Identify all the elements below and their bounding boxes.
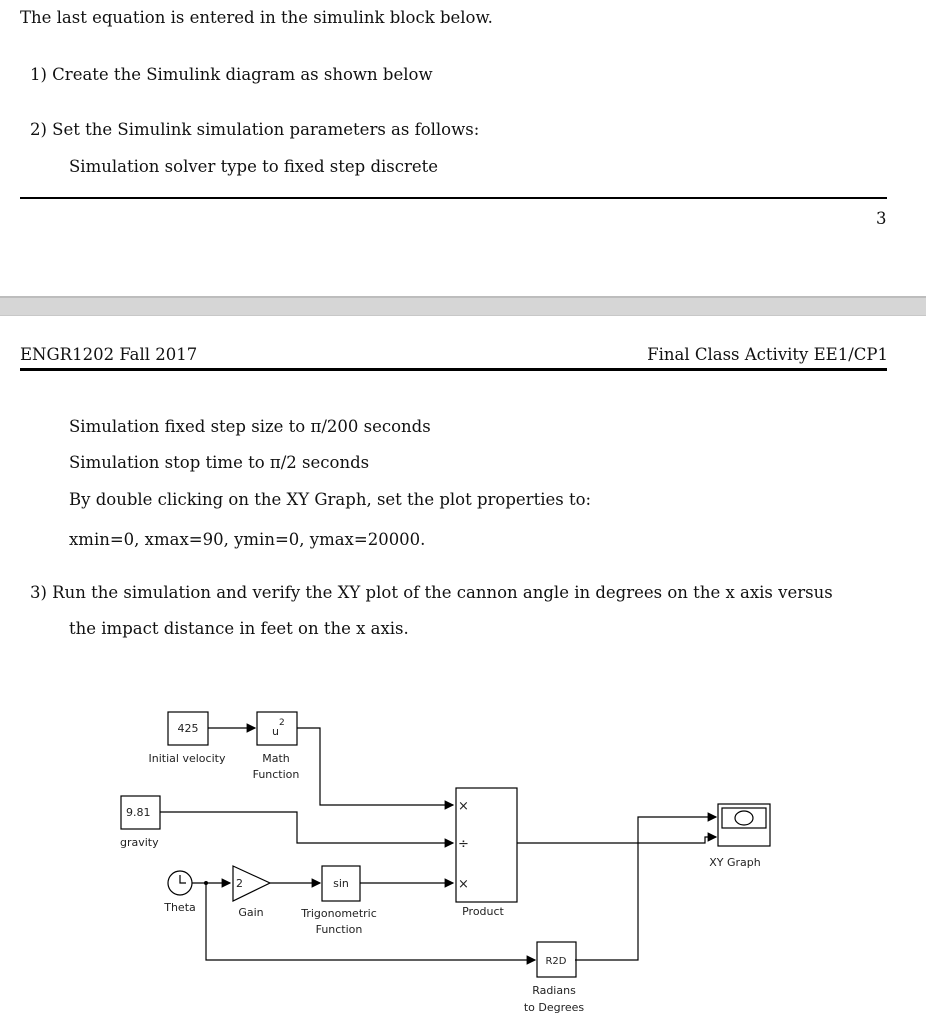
initial-velocity-block[interactable]	[167, 711, 209, 746]
math-label: Function	[253, 768, 300, 781]
theta-label: Theta	[163, 901, 196, 914]
step-size-text: Simulation fixed step size to π/200 seco…	[69, 417, 431, 436]
r2d-label: Radians	[532, 984, 576, 997]
xy-graph-label: XY Graph	[709, 856, 761, 869]
product-input-multiply: ×	[458, 799, 469, 814]
gain-label: Gain	[238, 906, 263, 919]
gravity-block[interactable]	[120, 795, 161, 830]
r2d-block[interactable]	[536, 941, 577, 978]
trig-function-block[interactable]	[321, 865, 361, 902]
product-block[interactable]	[455, 787, 518, 903]
gravity-label: gravity	[120, 836, 159, 849]
clock-icon[interactable]	[167, 870, 193, 896]
gravity-value: 9.81	[126, 806, 151, 819]
step-1: 1) Create the Simulink diagram as shown …	[30, 65, 433, 84]
gain-block[interactable]	[232, 865, 272, 902]
signal-line	[297, 727, 455, 810]
product-label: Product	[462, 905, 504, 918]
step-3: 3) Run the simulation and verify the XY …	[30, 583, 833, 602]
r2d-label: to Degrees	[524, 1001, 585, 1014]
xy-instruction: By double clicking on the XY Graph, set …	[69, 490, 592, 509]
intro-text: The last equation is entered in the simu…	[20, 8, 493, 27]
velocity-value: 425	[178, 722, 199, 735]
page-break	[0, 296, 926, 316]
trig-value: sin	[333, 877, 349, 890]
velocity-label: Initial velocity	[149, 752, 226, 765]
page-number: 3	[876, 209, 887, 228]
header-rule	[20, 368, 887, 371]
xy-graph-icon	[734, 810, 754, 826]
math-value: u	[272, 725, 279, 738]
branch-point	[204, 881, 208, 885]
product-input-divide: ÷	[458, 837, 469, 852]
stop-time-text: Simulation stop time to π/2 seconds	[69, 453, 370, 472]
trig-label: Function	[316, 923, 363, 936]
clock-hands	[179, 875, 186, 884]
xy-graph-screen	[721, 807, 767, 829]
divider	[20, 197, 887, 199]
signal-line	[160, 811, 455, 848]
gain-value: 2	[236, 877, 243, 890]
step-2: 2) Set the Simulink simulation parameter…	[30, 120, 480, 139]
math-exponent: 2	[279, 718, 285, 728]
trig-label: Trigonometric	[300, 907, 377, 920]
plot-limits: xmin=0, xmax=90, ymin=0, ymax=20000.	[69, 530, 426, 549]
header-title: Final Class Activity EE1/CP1	[647, 345, 888, 364]
product-input-multiply: ×	[458, 877, 469, 892]
signal-line	[517, 832, 718, 844]
xy-graph-block[interactable]	[717, 803, 771, 847]
signal-line	[575, 812, 718, 961]
header-course: ENGR1202 Fall 2017	[20, 345, 198, 364]
signal-line	[205, 883, 537, 965]
r2d-value: R2D	[545, 956, 566, 967]
solver-text: Simulation solver type to fixed step dis…	[69, 157, 439, 176]
math-label: Math	[262, 752, 290, 765]
step-3-cont: the impact distance in feet on the x axi…	[69, 619, 409, 638]
math-function-block[interactable]	[256, 711, 298, 746]
